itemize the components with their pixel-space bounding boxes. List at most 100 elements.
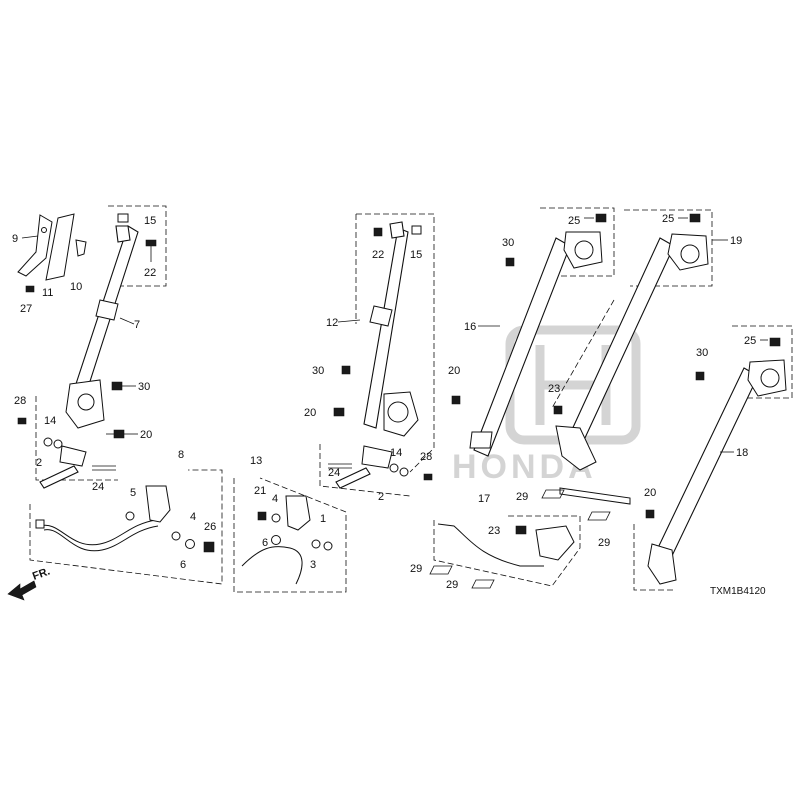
group-12-frame-bottom xyxy=(319,444,411,497)
callout-30-rear: 30 xyxy=(502,237,514,249)
group-7-frame-bottom xyxy=(35,396,118,481)
part-28-nut xyxy=(17,417,27,425)
callout-2-right: 2 xyxy=(378,491,384,503)
callout-19: 19 xyxy=(730,235,742,247)
callout-11: 11 xyxy=(42,287,53,299)
callout-17: 17 xyxy=(478,493,490,505)
callout-14-left: 14 xyxy=(44,415,56,427)
part-4-washer-right xyxy=(271,513,281,523)
callout-23-top: 23 xyxy=(548,383,560,395)
part-12-belt-guide xyxy=(369,305,393,327)
part-12-lower-anchor xyxy=(361,445,393,469)
callout-15-right: 15 xyxy=(410,249,422,261)
callout-12: 12 xyxy=(326,317,338,329)
part-5-washer xyxy=(125,511,135,521)
part-12-retractor-spool xyxy=(387,401,409,423)
part-8-harness xyxy=(39,519,157,546)
part-17-buckle xyxy=(535,525,575,561)
part-7-retractor-spool xyxy=(77,393,95,411)
part-3-washer xyxy=(311,539,321,549)
group-13-frame xyxy=(233,477,347,593)
part-20-bolt-right-rear xyxy=(645,509,655,519)
part-16-tongue xyxy=(469,431,493,449)
part-18-retractor-spool xyxy=(760,368,780,388)
part-22-bolt-right xyxy=(373,227,383,237)
part-9-hole xyxy=(41,227,47,233)
callout-6-right: 6 xyxy=(262,537,268,549)
part-13-harness xyxy=(241,546,303,585)
callout-18: 18 xyxy=(736,447,748,459)
leader-7 xyxy=(119,317,135,325)
callout-3: 3 xyxy=(310,559,316,571)
part-18-belt-webbing xyxy=(655,367,759,561)
callout-16: 16 xyxy=(464,321,476,333)
part-17-harness xyxy=(437,523,544,567)
group-8-frame xyxy=(29,469,223,585)
callout-20-right: 20 xyxy=(644,487,656,499)
callout-25-right: 25 xyxy=(744,335,756,347)
part-10-clip xyxy=(75,239,87,257)
second-buckle-group: 13 21 4 6 1 3 xyxy=(233,455,347,593)
part-19-retractor-spool xyxy=(680,244,700,264)
part-30-nut xyxy=(111,381,123,391)
callout-28-right: 28 xyxy=(420,451,432,463)
group-18-frame xyxy=(732,325,793,399)
callout-30-right: 30 xyxy=(696,347,708,359)
part-20-bolt-right xyxy=(333,407,345,417)
callout-24-left: 24 xyxy=(92,481,104,493)
callout-20-rear: 20 xyxy=(448,365,460,377)
callout-20-mid: 20 xyxy=(304,407,316,419)
callout-24-right: 24 xyxy=(328,467,340,479)
part-23-bolt-buckle xyxy=(515,525,527,535)
callout-29-c: 29 xyxy=(410,563,422,575)
part-7-upper-anchor xyxy=(115,225,131,243)
part-24-bolt xyxy=(92,465,116,471)
group-19-leader xyxy=(551,299,615,409)
callout-8: 8 xyxy=(178,449,184,461)
part-7-lower-webbing xyxy=(39,465,79,489)
callout-28-left: 28 xyxy=(14,395,26,407)
rear-buckle-group: 17 23 29 29 xyxy=(410,493,581,591)
callout-23-bottom: 23 xyxy=(488,525,500,537)
part-9-bracket xyxy=(17,214,53,277)
part-25-bolt xyxy=(595,213,607,223)
part-12-belt-webbing xyxy=(363,227,409,429)
part-30-nut-right-rear xyxy=(695,371,705,381)
part-8-buckle xyxy=(145,485,171,523)
callout-6-left: 6 xyxy=(180,559,186,571)
part-12-upper-anchor xyxy=(389,221,405,239)
part-4-washer xyxy=(171,531,181,541)
part-6-washer-right xyxy=(271,535,281,545)
part-7-lower-anchor xyxy=(59,445,87,467)
part-14-washer-b xyxy=(53,439,63,449)
part-8-connector xyxy=(35,519,45,529)
callout-26: 26 xyxy=(204,521,216,533)
part-13-buckle xyxy=(285,495,311,531)
callout-29-b: 29 xyxy=(598,537,610,549)
front-direction-indicator: FR. xyxy=(7,565,52,601)
callout-21: 21 xyxy=(254,485,266,497)
part-29-pad-d xyxy=(471,579,495,589)
part-25-bolt-center xyxy=(689,213,701,223)
callout-7: 7 xyxy=(134,319,140,331)
rear-seat-belt-group-center: 25 19 29 29 xyxy=(516,209,742,549)
part-25-bolt-right xyxy=(769,337,781,347)
part-7-belt-guide xyxy=(95,299,119,321)
diagram-code: TXM1B4120 xyxy=(710,586,766,597)
part-22-bolt xyxy=(145,239,157,247)
part-14-washer-right-a xyxy=(389,463,399,473)
callout-2-left: 2 xyxy=(36,457,42,469)
part-11-cover xyxy=(45,213,75,281)
front-seat-belt-group-right: 22 15 12 30 20 24 14 2 28 xyxy=(304,213,435,503)
part-29-pad-b xyxy=(587,511,611,521)
callout-1: 1 xyxy=(320,513,326,525)
fr-arrow-icon xyxy=(7,580,37,601)
part-18-lower-anchor xyxy=(647,543,677,585)
callout-22-left: 22 xyxy=(144,267,156,279)
part-14-washer-a xyxy=(43,437,53,447)
callout-9: 9 xyxy=(12,233,18,245)
group-7-frame-top xyxy=(108,205,167,287)
part-19-lower-anchor xyxy=(555,425,597,471)
part-16-belt-webbing xyxy=(473,237,571,457)
part-8-harness-b xyxy=(43,525,159,552)
